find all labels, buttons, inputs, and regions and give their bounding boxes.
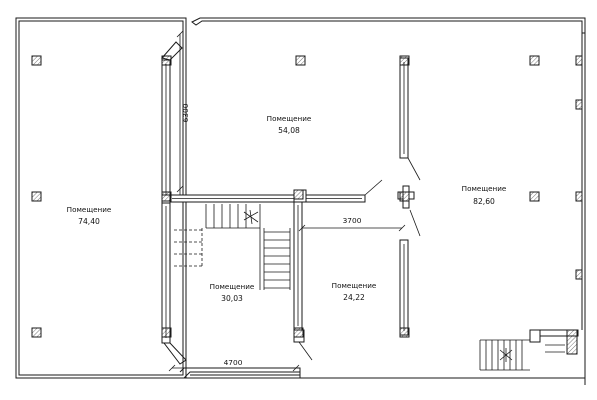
room-74-area: 74,40 bbox=[78, 217, 100, 226]
small-staircase bbox=[479, 339, 565, 371]
dim-6300: 6300 bbox=[181, 103, 190, 122]
dim-4700: 4700 bbox=[224, 358, 243, 367]
top-wall bbox=[191, 17, 586, 34]
room-24-label: Помещение bbox=[332, 281, 377, 290]
interior-walls bbox=[161, 41, 421, 365]
room-30-label: Помещение bbox=[210, 282, 255, 291]
columns bbox=[31, 55, 583, 338]
staircase bbox=[174, 204, 291, 290]
bottom-wall bbox=[179, 367, 586, 385]
dim-3700: 3700 bbox=[343, 216, 362, 225]
room-82-area: 82,60 bbox=[473, 197, 495, 206]
room-labels: Помещение 74,40 Помещение 54,08 Помещени… bbox=[67, 114, 507, 303]
left-inner-wall bbox=[18, 20, 184, 376]
room-82-label: Помещение bbox=[462, 184, 507, 193]
room-74-label: Помещение bbox=[67, 205, 112, 214]
dimension-lines bbox=[168, 30, 406, 372]
dimension-labels: 6300 3700 4700 bbox=[181, 103, 362, 367]
room-54-area: 54,08 bbox=[278, 126, 300, 135]
room-30-area: 30,03 bbox=[221, 294, 243, 303]
room-24-area: 24,22 bbox=[343, 293, 365, 302]
room-54-label: Помещение bbox=[267, 114, 312, 123]
outer-walls bbox=[15, 17, 586, 385]
